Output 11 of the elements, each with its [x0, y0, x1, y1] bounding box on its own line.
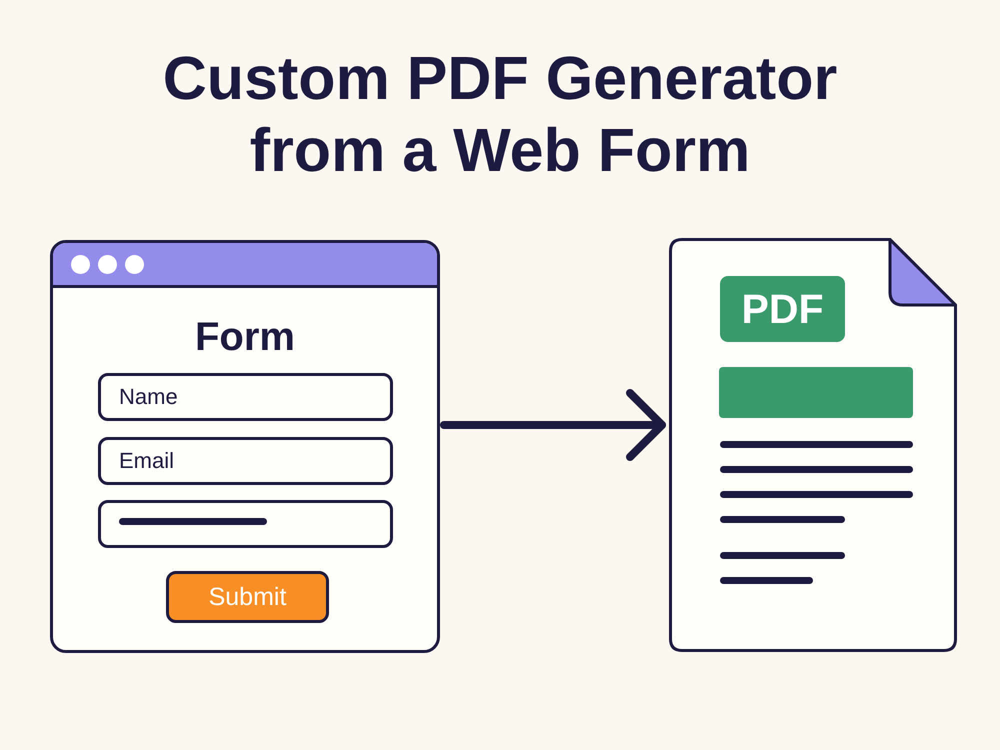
title: Custom PDF Generator from a Web Form [162, 44, 838, 184]
input-field [98, 500, 393, 548]
input-field: Name [98, 373, 393, 421]
highlight-bar [719, 367, 913, 418]
document-page [669, 238, 957, 652]
arrow [440, 389, 666, 461]
file-type-badge: PDF [720, 276, 845, 342]
browser-window [50, 240, 440, 653]
submit-button: Submit [166, 571, 329, 623]
input-field: Email [98, 437, 393, 485]
form-heading: Form [195, 314, 295, 361]
